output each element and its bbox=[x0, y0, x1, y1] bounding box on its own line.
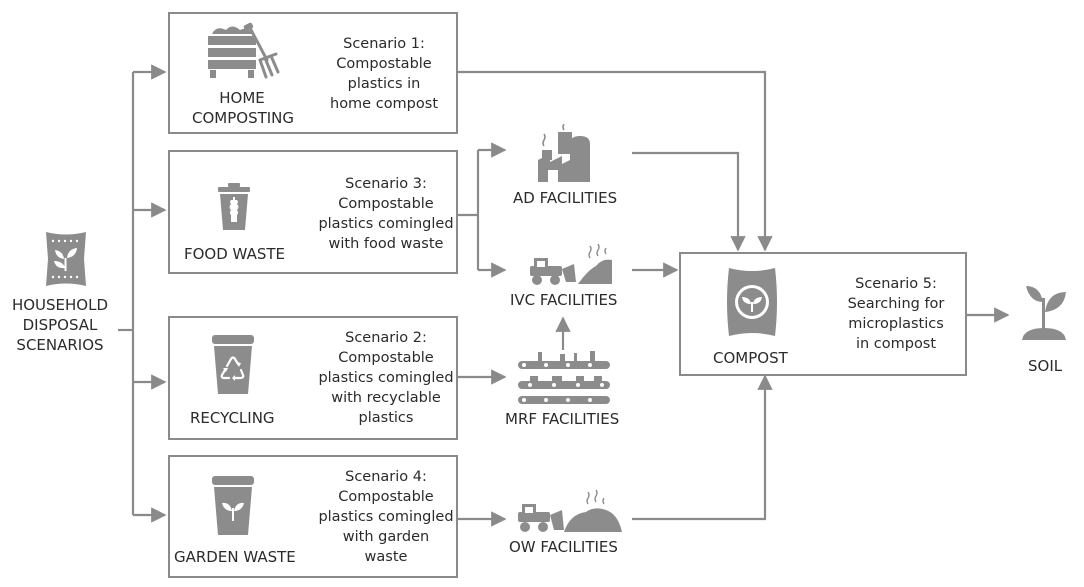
compost-bag-icon bbox=[721, 262, 783, 342]
food-waste-box: FOOD WASTE Scenario 3: Compostable plast… bbox=[168, 150, 458, 274]
ad-factory-icon bbox=[536, 124, 594, 184]
ad-facilities-label: AD FACILITIES bbox=[513, 189, 618, 207]
mrf-conveyor-icon bbox=[516, 350, 612, 406]
garden-bin-icon bbox=[210, 475, 256, 537]
scenario-2-text: Scenario 2: Compostable plastics comingl… bbox=[318, 330, 454, 426]
waste-bag-icon bbox=[40, 228, 92, 290]
scenario-3-text: Scenario 3: Compostable plastics comingl… bbox=[318, 176, 454, 252]
scenario-1-text: Scenario 1: Compostable plastics in home… bbox=[330, 36, 438, 112]
scenario-4-text: Scenario 4: Compostable plastics comingl… bbox=[318, 469, 454, 565]
ow-bulldozer-icon bbox=[514, 488, 624, 534]
compost-bin-fork-icon bbox=[206, 22, 282, 80]
scenario-5-text: Scenario 5: Searching for microplastics … bbox=[847, 276, 945, 352]
recycling-bin-icon bbox=[210, 334, 256, 396]
recycling-box: RECYCLING Scenario 2: Compostable plasti… bbox=[168, 316, 458, 440]
ivc-facilities-label: IVC FACILITIES bbox=[510, 291, 618, 309]
arrow-ad-to-compost bbox=[632, 151, 746, 252]
soil-label: SOIL bbox=[1028, 357, 1063, 375]
mrf-facilities-label: MRF FACILITIES bbox=[505, 410, 620, 428]
home-composting-box: HOME COMPOSTING Scenario 1: Compostable … bbox=[168, 12, 458, 134]
ivc-bulldozer-icon bbox=[526, 244, 612, 286]
food-bin-icon bbox=[216, 182, 252, 232]
seedling-icon bbox=[1012, 280, 1076, 344]
arrow-ow-to-compost bbox=[632, 374, 773, 521]
garden-waste-box: GARDEN WASTE Scenario 4: Compostable pla… bbox=[168, 455, 458, 578]
ow-facilities-label: OW FACILITIES bbox=[509, 538, 618, 556]
compost-label: COMPOST bbox=[713, 349, 788, 367]
home-composting-label: HOME COMPOSTING bbox=[192, 89, 295, 127]
recycling-label: RECYCLING bbox=[190, 409, 275, 427]
household-label: HOUSEHOLD DISPOSAL SCENARIOS bbox=[11, 296, 109, 354]
food-waste-label: FOOD WASTE bbox=[184, 245, 285, 263]
garden-waste-label: GARDEN WASTE bbox=[174, 548, 296, 566]
compost-box: COMPOST Scenario 5: Searching for microp… bbox=[679, 252, 967, 376]
arrow-home-to-compost bbox=[457, 70, 773, 252]
